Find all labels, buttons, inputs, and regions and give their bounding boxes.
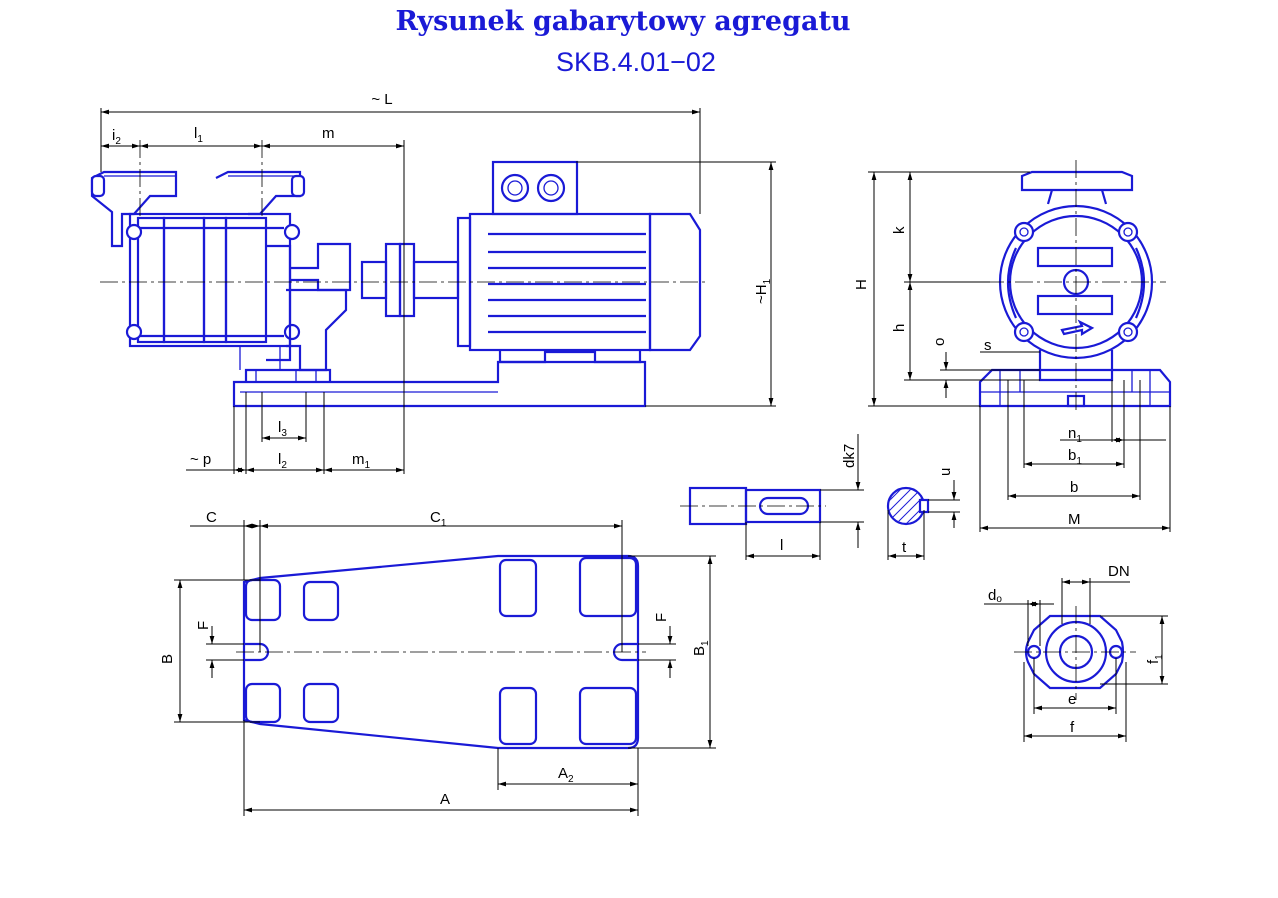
dim-M: M [1068, 511, 1081, 528]
dim-H1: ~H1 [753, 278, 773, 304]
dim-o: o [931, 338, 948, 346]
dim-n1: n1 [1068, 425, 1082, 445]
coupling [360, 242, 460, 318]
dim-e: e [1068, 691, 1076, 708]
dim-H: H [853, 279, 870, 290]
dim-F-left: F [195, 621, 212, 630]
dim-shaft-l: l [780, 537, 783, 554]
dim-B1: B1 [691, 640, 711, 656]
dim-h: h [891, 324, 908, 332]
dim-s: s [984, 337, 992, 354]
dim-m1: m1 [352, 451, 371, 471]
dim-l2: l2 [278, 451, 287, 471]
dim-A: A [440, 791, 450, 808]
dim-DN: DN [1108, 563, 1130, 580]
flange-detail: DN do f1 e f [984, 563, 1168, 742]
dim-B: B [159, 654, 176, 664]
dim-f1: f1 [1145, 654, 1165, 664]
dim-dk7: dk7 [841, 444, 858, 468]
dim-do: do [988, 587, 1002, 605]
dim-f: f [1070, 719, 1075, 736]
dim-L: ~ L [371, 91, 392, 108]
dim-b: b [1070, 479, 1078, 496]
dim-t: t [902, 539, 907, 556]
drawing-title: Rysunek gabarytowy agregatu [395, 6, 850, 37]
dim-l3: l3 [278, 419, 287, 439]
pump-body [90, 170, 352, 372]
dim-u: u [937, 468, 954, 476]
dim-C1: C1 [430, 509, 447, 529]
dim-F-right: F [653, 613, 670, 622]
dim-k: k [891, 226, 908, 234]
dim-l1: l1 [194, 125, 203, 145]
dim-p: ~ p [190, 451, 211, 468]
dim-C: C [206, 509, 217, 526]
dim-A2: A2 [558, 765, 574, 785]
dim-m: m [322, 125, 335, 142]
base-plan: C C1 B F B1 F A2 A [159, 509, 716, 816]
dim-i2: i2 [112, 127, 121, 147]
front-view: H k h o s n1 b1 b M [853, 160, 1172, 532]
side-view: ~ L i2 l1 m ~H1 l3 ~ p l2 m1 [90, 91, 776, 474]
base-frame [232, 360, 647, 408]
drawing-subtitle: SKB.4.01−02 [556, 47, 716, 77]
dim-b1: b1 [1068, 447, 1082, 467]
motor [456, 160, 702, 364]
shaft-detail: l dk7 t u [680, 434, 960, 560]
